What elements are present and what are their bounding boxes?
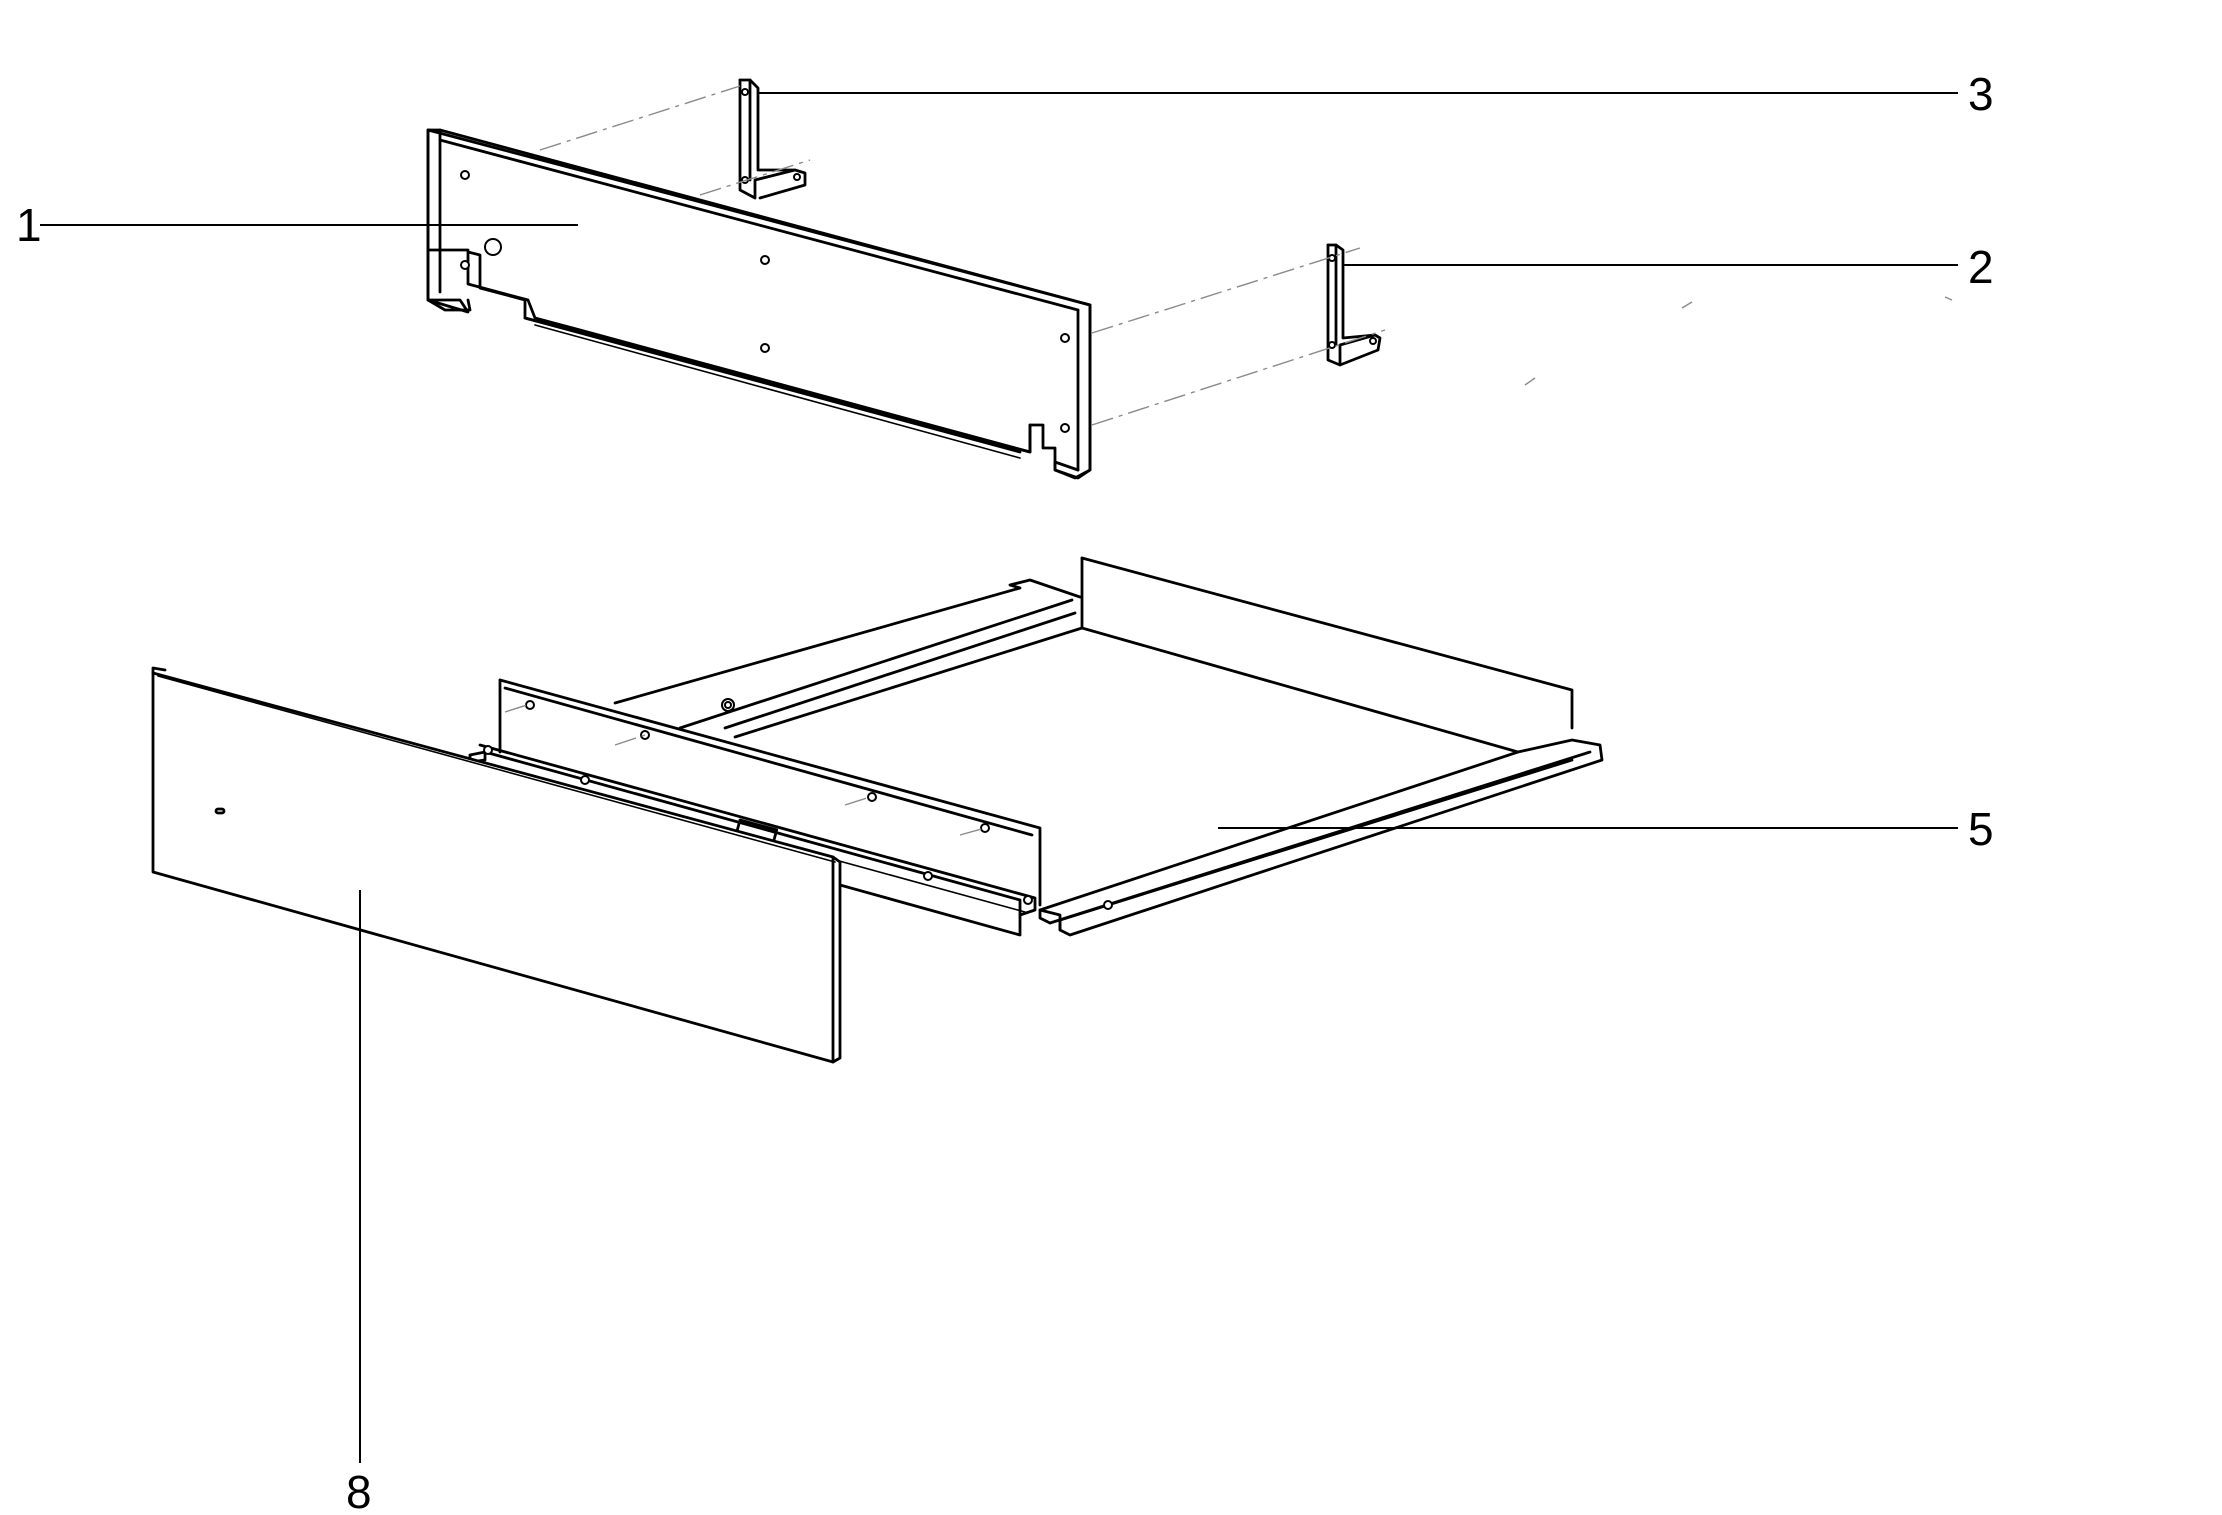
callout-label-3: 3	[1968, 68, 1994, 120]
callout-label-1: 1	[16, 199, 42, 251]
part-5-drawer-body	[468, 556, 1604, 937]
callout-label-8: 8	[346, 1466, 372, 1515]
part-2-bracket	[1326, 243, 1382, 367]
callout-labels: 1 2 3 5 8	[16, 68, 1994, 1515]
callout-label-2: 2	[1968, 241, 1994, 293]
callout-leaders	[40, 92, 1958, 1463]
part-3-bracket	[738, 78, 807, 200]
assembly-centerlines	[539, 85, 1953, 426]
part-1-rear-panel	[426, 128, 1092, 480]
part-8-front-panel	[151, 666, 842, 1064]
callout-label-5: 5	[1968, 803, 1994, 855]
